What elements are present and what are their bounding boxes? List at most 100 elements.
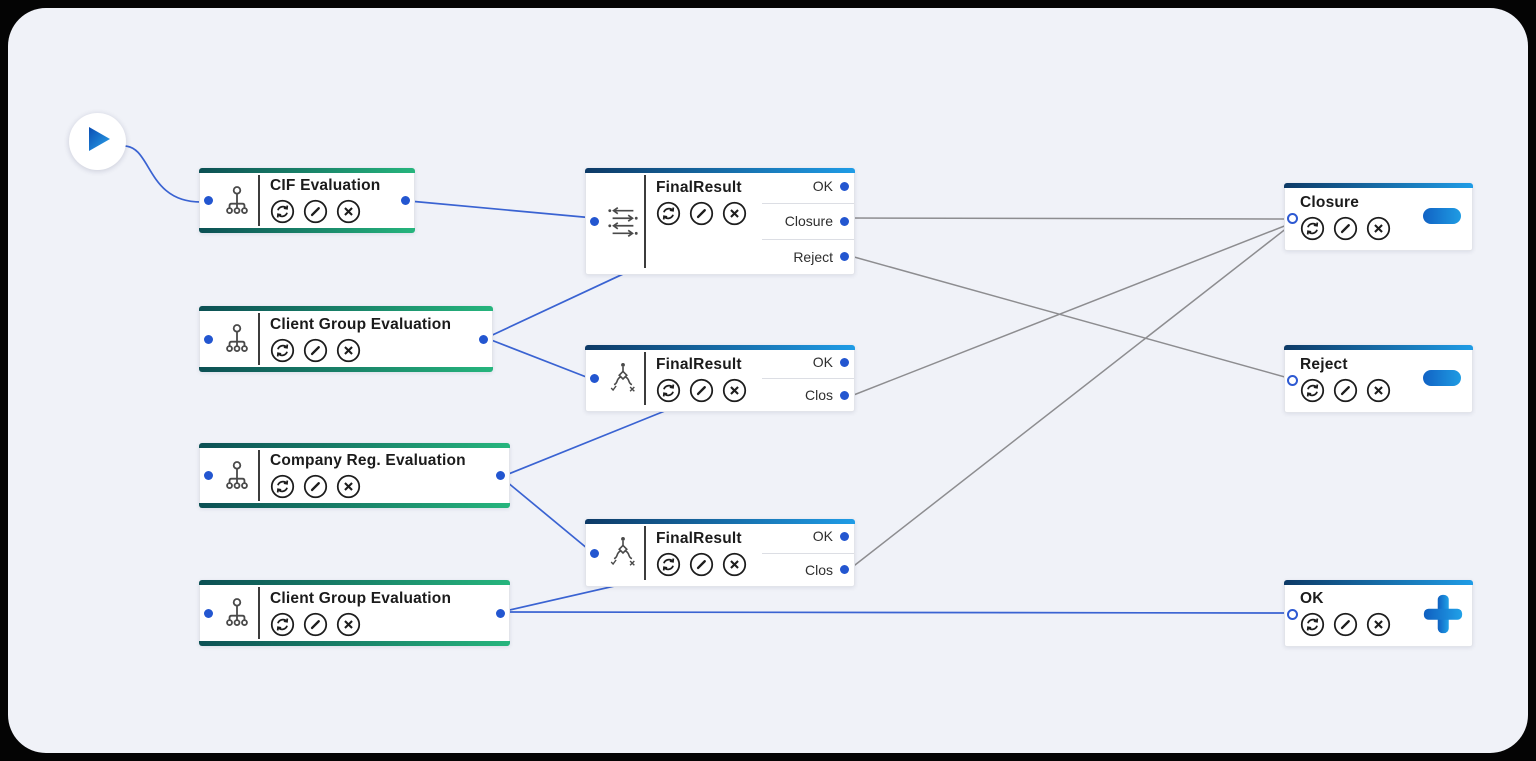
- delete-button[interactable]: [722, 552, 747, 577]
- sync-button[interactable]: [270, 199, 295, 224]
- output-port-ok[interactable]: [840, 531, 849, 541]
- sync-button[interactable]: [1300, 216, 1325, 241]
- node-final-result-1[interactable]: FinalResult OK Closure Reject: [585, 168, 855, 275]
- output-row-ok[interactable]: OK: [762, 169, 854, 203]
- start-node[interactable]: [69, 113, 126, 170]
- output-port-clos[interactable]: [840, 390, 849, 400]
- input-port[interactable]: [590, 374, 599, 383]
- edit-button[interactable]: [303, 474, 328, 499]
- delete-button[interactable]: [336, 199, 361, 224]
- edge-fr3-clos-to-closure[interactable]: [845, 223, 1293, 573]
- delete-button[interactable]: [336, 474, 361, 499]
- hierarchy-icon: [216, 460, 258, 492]
- node-accent-bar: [585, 168, 855, 173]
- edit-button[interactable]: [689, 552, 714, 577]
- node-client-group-evaluation-2[interactable]: Client Group Evaluation: [199, 580, 510, 646]
- node-closure-end[interactable]: Closure: [1284, 183, 1473, 251]
- delete-button[interactable]: [336, 338, 361, 363]
- edge-creg-to-finalresult3[interactable]: [500, 476, 595, 555]
- node-accent-bar: [199, 443, 510, 448]
- output-label: Clos: [804, 561, 833, 578]
- output-port[interactable]: [496, 608, 505, 618]
- node-final-result-3[interactable]: FinalResult OK Clos: [585, 519, 855, 587]
- node-accent-bar: [585, 345, 855, 350]
- edit-button[interactable]: [1333, 378, 1358, 403]
- input-port[interactable]: [1287, 374, 1298, 386]
- delete-button[interactable]: [722, 378, 747, 403]
- decision-branch-icon: [602, 534, 644, 572]
- node-client-group-evaluation-1[interactable]: Client Group Evaluation: [199, 306, 493, 372]
- output-row-ok[interactable]: OK: [762, 346, 854, 378]
- output-row-reject[interactable]: Reject: [762, 238, 854, 274]
- sync-button[interactable]: [270, 338, 295, 363]
- sync-button[interactable]: [1300, 378, 1325, 403]
- input-port[interactable]: [204, 608, 213, 618]
- node-title: CIF Evaluation: [270, 177, 381, 194]
- edit-button[interactable]: [303, 338, 328, 363]
- node-accent-bar: [1284, 183, 1473, 188]
- sync-button[interactable]: [1300, 612, 1325, 637]
- decision-branch-icon: [602, 360, 644, 398]
- sync-button[interactable]: [656, 378, 681, 403]
- output-label: OK: [812, 528, 833, 545]
- input-port[interactable]: [204, 471, 213, 480]
- edge-fr1-closure-to-closure[interactable]: [846, 217, 1293, 220]
- delete-button[interactable]: [336, 612, 361, 637]
- node-reject-end[interactable]: Reject: [1284, 345, 1473, 413]
- output-label: OK: [812, 354, 833, 370]
- input-port[interactable]: [1287, 609, 1298, 620]
- node-cif-evaluation[interactable]: CIF Evaluation: [199, 168, 415, 233]
- output-label: Clos: [804, 387, 833, 403]
- node-final-result-2[interactable]: FinalResult OK Clos: [585, 345, 855, 412]
- output-port-clos[interactable]: [840, 565, 849, 575]
- output-port-closure[interactable]: [840, 216, 849, 226]
- output-row-clos[interactable]: Clos: [762, 552, 854, 587]
- plus-icon: [1421, 592, 1465, 641]
- edge-cif-to-finalresult1[interactable]: [408, 200, 595, 219]
- edge-cge1-to-finalresult2[interactable]: [485, 337, 595, 381]
- delete-button[interactable]: [722, 201, 747, 226]
- input-port[interactable]: [204, 334, 213, 344]
- sync-button[interactable]: [270, 612, 295, 637]
- hierarchy-icon: [216, 185, 258, 217]
- node-accent-bar: [199, 306, 493, 311]
- edge-start-to-cif[interactable]: [123, 145, 202, 203]
- input-port[interactable]: [1287, 212, 1298, 224]
- input-port[interactable]: [590, 548, 599, 558]
- delete-button[interactable]: [1366, 378, 1391, 403]
- delete-button[interactable]: [1366, 216, 1391, 241]
- node-company-reg-evaluation[interactable]: Company Reg. Evaluation: [199, 443, 510, 508]
- delete-button[interactable]: [1366, 612, 1391, 637]
- edit-button[interactable]: [1333, 216, 1358, 241]
- edge-cge2-to-ok[interactable]: [500, 611, 1293, 614]
- sync-button[interactable]: [656, 552, 681, 577]
- sync-button[interactable]: [270, 474, 295, 499]
- output-port-ok[interactable]: [840, 181, 849, 191]
- output-port[interactable]: [496, 471, 505, 480]
- edit-button[interactable]: [689, 201, 714, 226]
- output-row-closure[interactable]: Closure: [762, 203, 854, 238]
- output-port-ok[interactable]: [840, 357, 849, 367]
- node-accent-bar: [1284, 580, 1473, 585]
- output-label: Reject: [793, 248, 833, 265]
- edge-fr2-clos-to-closure[interactable]: [845, 222, 1293, 399]
- edit-button[interactable]: [689, 378, 714, 403]
- edit-button[interactable]: [1333, 612, 1358, 637]
- divider: [644, 352, 646, 405]
- minus-pill-icon: [1423, 208, 1461, 224]
- node-accent-bar: [199, 367, 493, 372]
- edge-fr1-reject-to-reject[interactable]: [846, 254, 1293, 380]
- output-row-clos[interactable]: Clos: [762, 378, 854, 411]
- node-ok-end[interactable]: OK: [1284, 580, 1473, 647]
- output-port[interactable]: [479, 334, 488, 344]
- output-port-reject[interactable]: [840, 252, 849, 262]
- output-row-ok[interactable]: OK: [762, 520, 854, 553]
- edit-button[interactable]: [303, 612, 328, 637]
- sync-button[interactable]: [656, 201, 681, 226]
- input-port[interactable]: [590, 217, 599, 226]
- output-port[interactable]: [401, 196, 410, 205]
- input-port[interactable]: [204, 196, 213, 205]
- edit-button[interactable]: [303, 199, 328, 224]
- node-accent-bar: [199, 641, 510, 646]
